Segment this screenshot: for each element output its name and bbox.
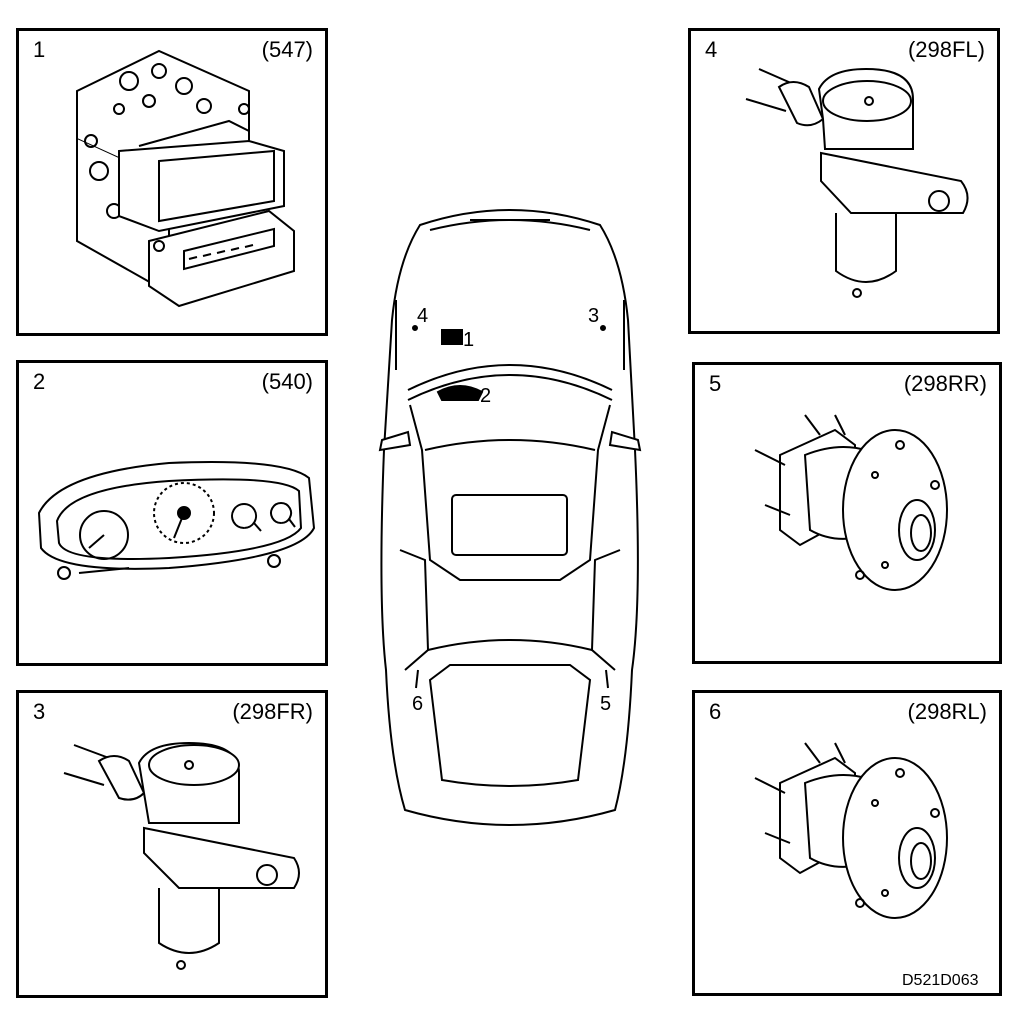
panel-6-hub-rear-left: 6 (298RL) (692, 690, 1002, 996)
wheel-speed-sensor-illustration (63, 741, 300, 970)
panel-number: 4 (705, 37, 718, 62)
panel-number: 6 (709, 699, 722, 724)
car-callout-4: 4 (417, 305, 429, 327)
panel-code: (298RL) (907, 699, 987, 724)
panel-code: (540) (261, 369, 313, 394)
panel-code: (298FR) (232, 699, 313, 724)
wheel-hub-bearing-illustration (754, 414, 948, 591)
panel-2-instrument-cluster: 2 (540) (16, 360, 328, 666)
abs-hydraulic-unit-illustration (76, 49, 295, 308)
panel-code: (298RR) (903, 371, 987, 396)
panel-number: 3 (33, 699, 46, 724)
panel-3-sensor-front-right: 3 (298FR) (16, 690, 328, 998)
panel-5-hub-rear-right: 5 (298RR) (692, 362, 1002, 664)
wheel-speed-sensor-illustration (745, 67, 969, 298)
panel-number: 1 (33, 37, 46, 62)
panel-1-abs-unit: 1 (547) (16, 28, 328, 336)
panel-code: (298FL) (907, 37, 985, 62)
car-callout-3: 3 (588, 305, 600, 327)
car-callout-1: 1 (463, 329, 475, 351)
panel-number: 5 (709, 371, 722, 396)
panel-4-sensor-front-left: 4 (298FL) (688, 28, 1000, 334)
car-top-view-illustration (378, 209, 642, 826)
wheel-hub-bearing-illustration (754, 742, 948, 919)
figure-id: D521D063 (902, 972, 979, 989)
panel-code: (547) (261, 37, 313, 62)
car-callout-5: 5 (600, 693, 612, 715)
instrument-cluster-illustration (37, 461, 316, 580)
panel-number: 2 (33, 369, 46, 394)
car-callout-2: 2 (480, 385, 492, 407)
car-callout-6: 6 (412, 693, 424, 715)
